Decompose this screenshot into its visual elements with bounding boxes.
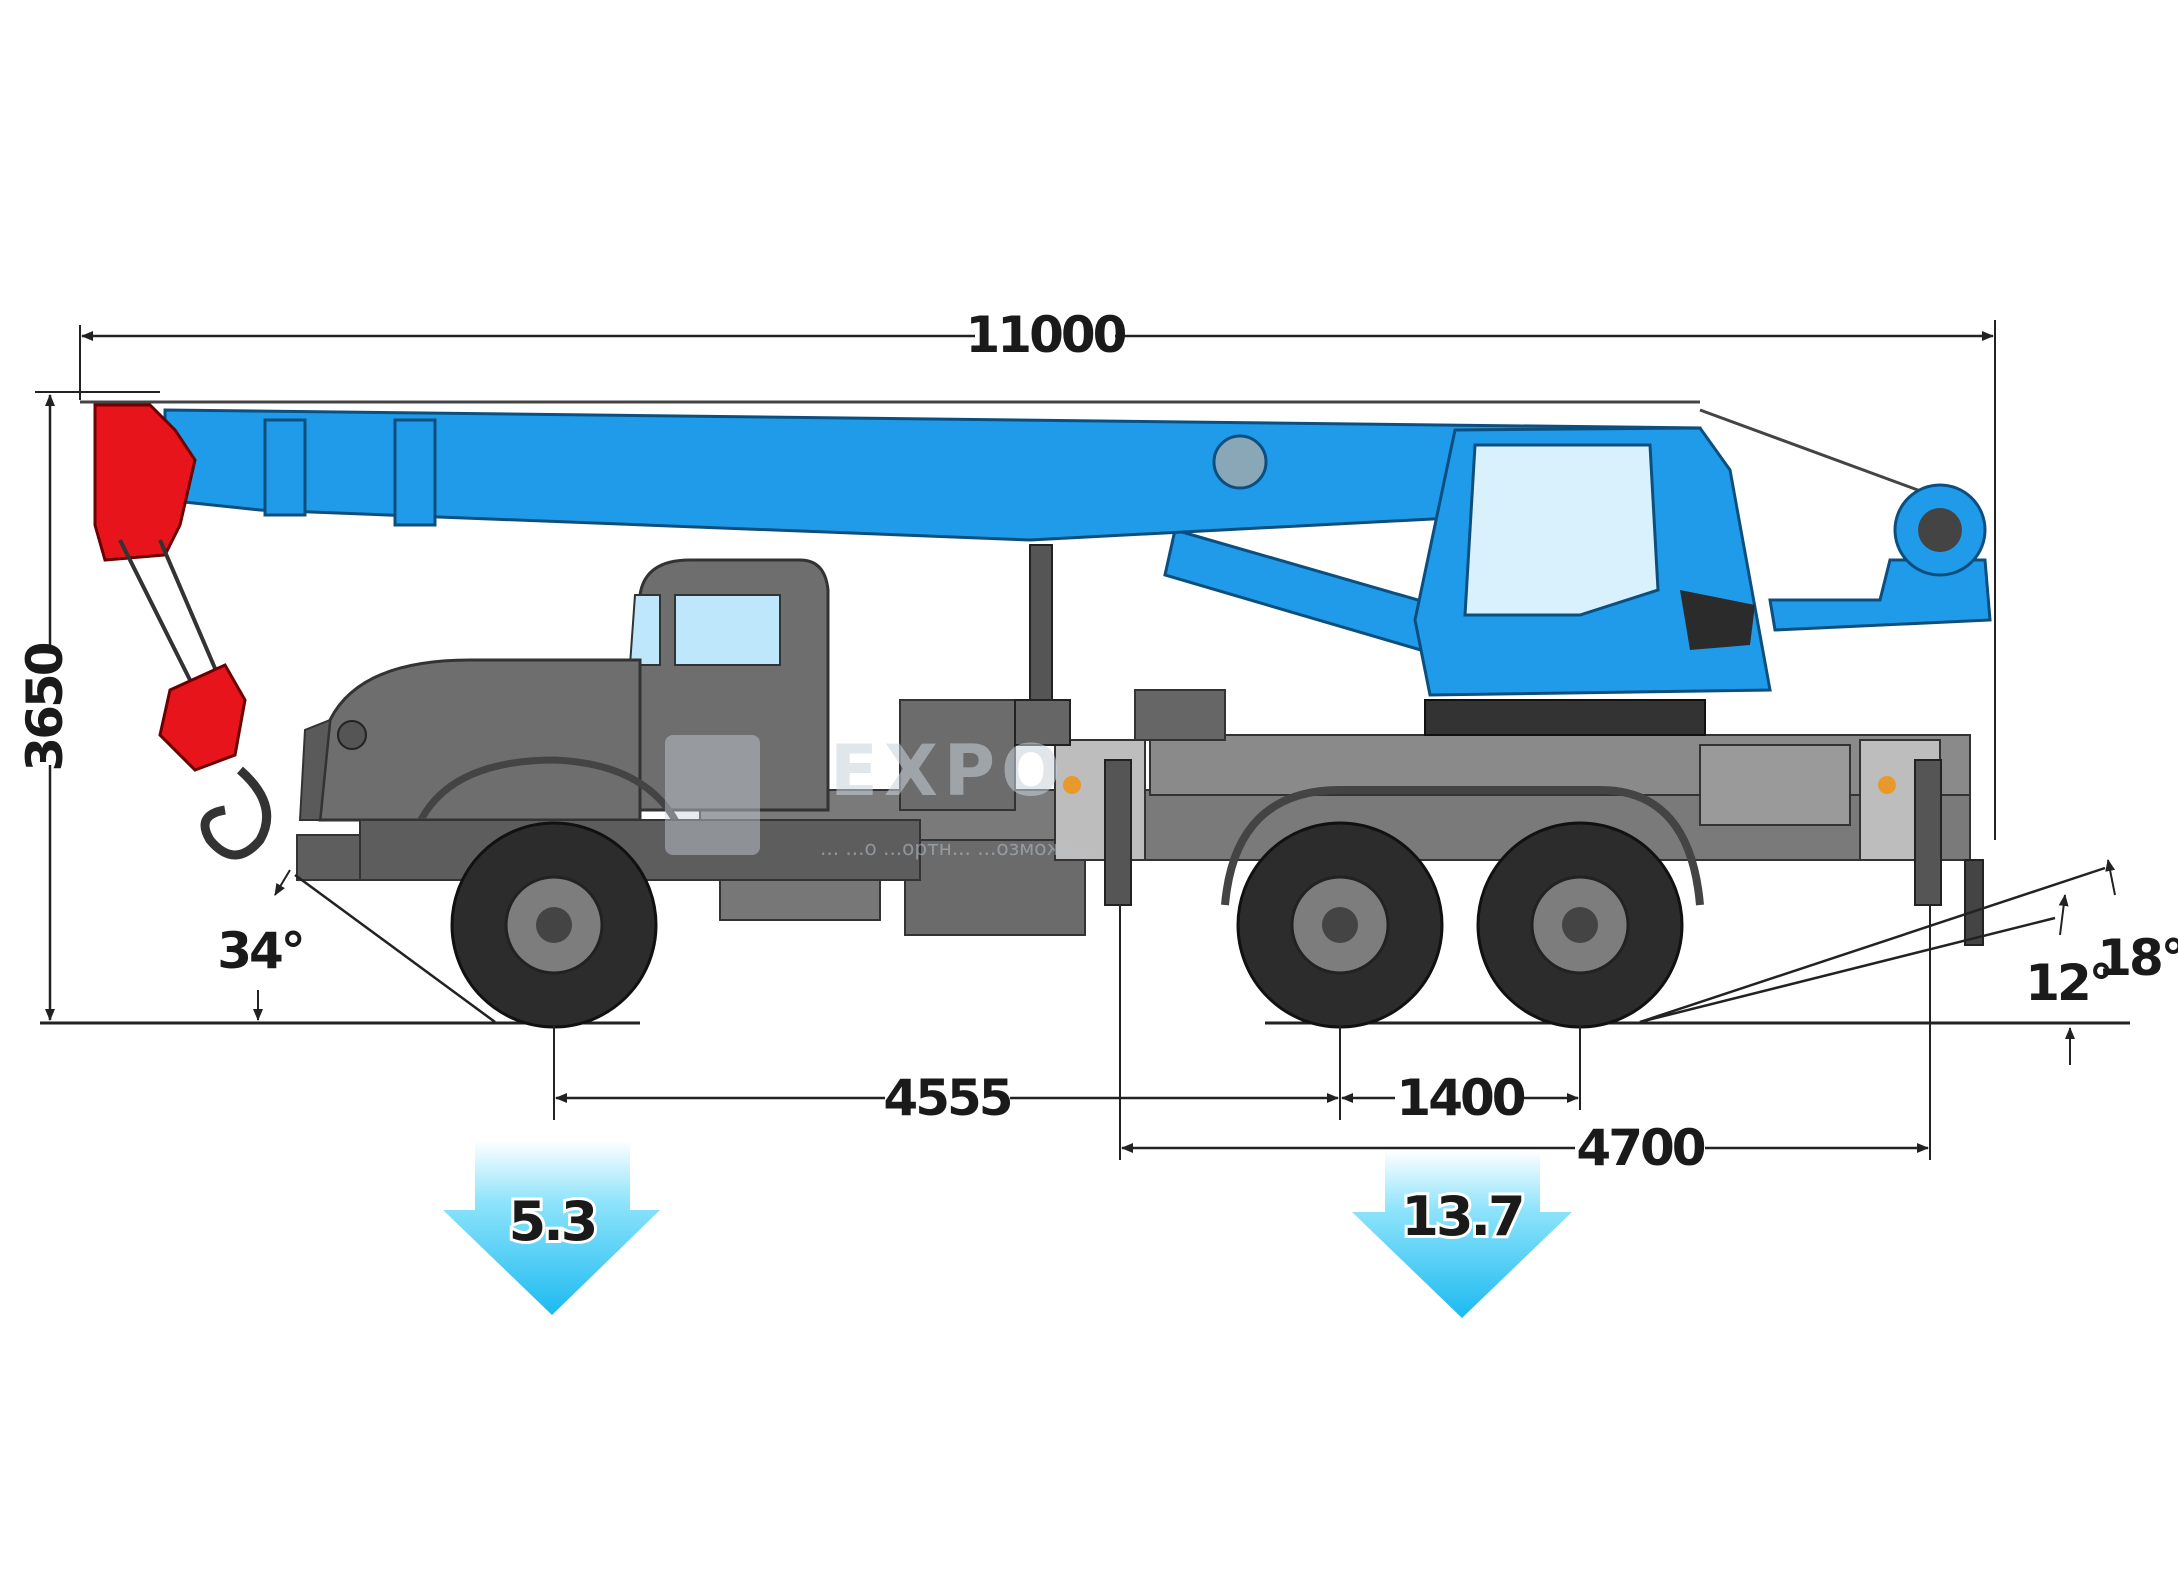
- dim-overall-length: 11000: [966, 306, 1126, 364]
- dim-outrigger-base: 4700: [1576, 1119, 1704, 1177]
- hook-block: [93, 403, 272, 860]
- crane-cabin: [1413, 426, 1772, 736]
- watermark: EXPO ... ...о ...ортн... ...озможн...: [665, 730, 1097, 860]
- dimension-wheelbase: 4555: [553, 1025, 1341, 1127]
- dim-wheelbase: 4555: [883, 1069, 1010, 1127]
- front-wheel: [450, 821, 658, 1029]
- dimension-bogie: 1400: [1341, 1025, 1581, 1127]
- dimension-outrigger-base: 4700: [1119, 905, 1931, 1177]
- dimension-departure-angles: 12° 18°: [1639, 859, 2178, 1065]
- truck-chassis: [296, 558, 1984, 946]
- dim-approach-angle: 34°: [217, 922, 303, 980]
- rear-wheel-2: [1476, 821, 1684, 1029]
- rear-axle-load-arrow: 13.7: [1352, 1150, 1572, 1318]
- rear-axle-load: 13.7: [1401, 1185, 1522, 1248]
- dimension-overall-height: 3650: [16, 391, 160, 1021]
- crane-boom: [80, 400, 1946, 746]
- dim-overall-height: 3650: [16, 643, 74, 771]
- winch: [1768, 483, 1992, 632]
- dim-departure-angle-18: 18°: [2097, 929, 2178, 987]
- watermark-tagline: ... ...о ...ортн... ...озможн...: [820, 836, 1097, 860]
- rear-wheel-1: [1236, 821, 1444, 1029]
- dim-bogie-spacing: 1400: [1396, 1069, 1524, 1127]
- watermark-brand: EXPO: [830, 730, 1067, 812]
- front-axle-load: 5.3: [509, 1190, 596, 1253]
- dimension-overall-length: 11000: [79, 306, 1996, 840]
- dimension-approach-angle: 34°: [217, 869, 496, 1024]
- dim-departure-angle-12: 12°: [2025, 954, 2111, 1012]
- front-axle-load-arrow: 5.3: [443, 1140, 660, 1315]
